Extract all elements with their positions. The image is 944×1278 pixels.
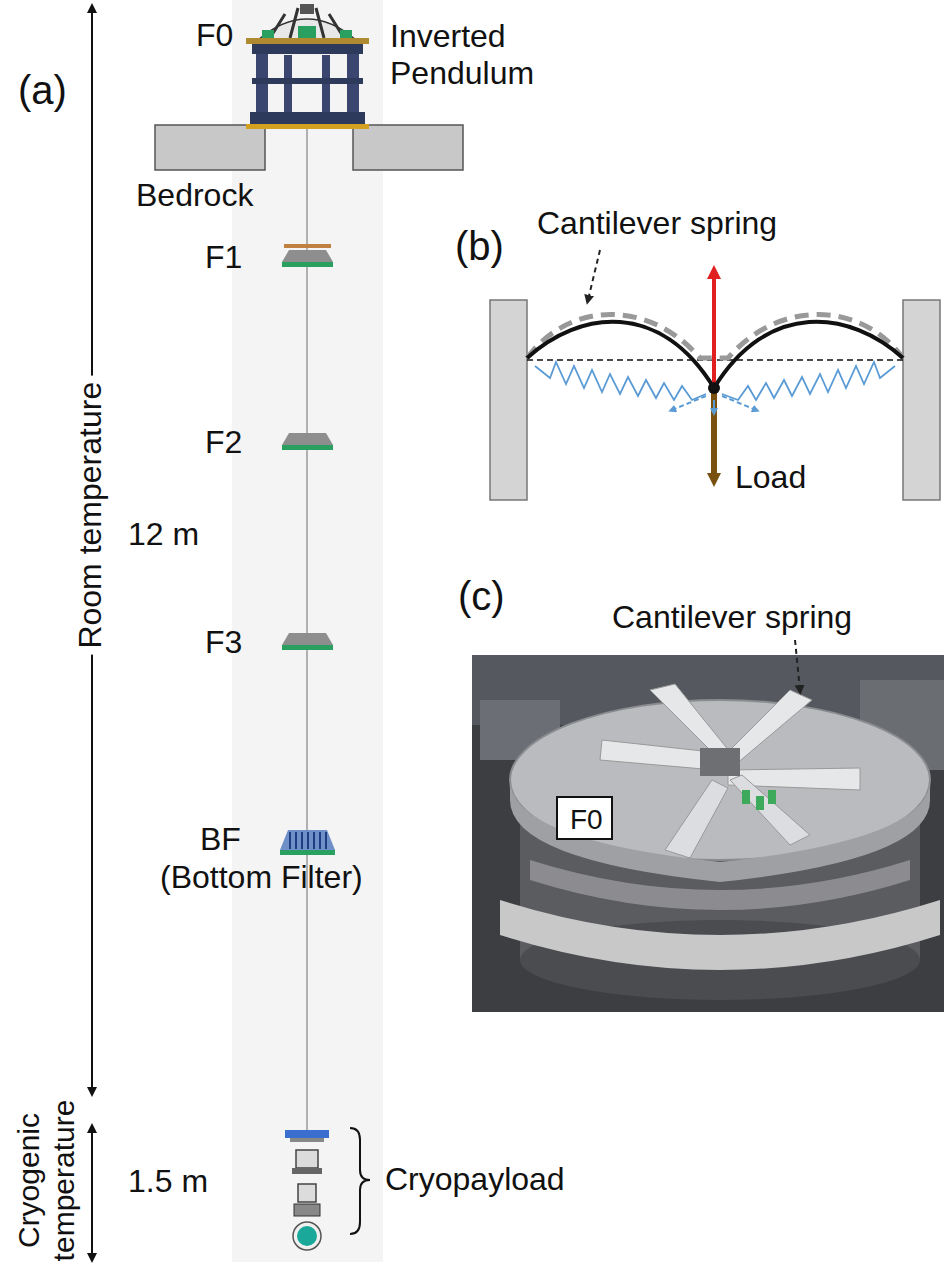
part-label: (b) [455,222,504,270]
part-label: (c) [458,572,505,620]
part-label: Cantilever spring [537,204,777,242]
part-label: F3 [205,623,242,661]
part-label: Inverted Pendulum [390,18,590,92]
part-label: F1 [205,238,242,276]
part-label: Cantilever spring [612,598,852,636]
part-label: (Bottom Filter) [160,858,363,896]
part-label: 12 m [128,515,199,553]
part-label: Bedrock [136,176,253,214]
label-box: F0 [556,796,613,840]
axis-label: Cryogenic temperature [12,1082,81,1278]
part-label: F2 [205,423,242,461]
part-label: Cryopayload [385,1160,565,1198]
part-label: Load [735,458,806,496]
axis-label: Room temperature [71,376,109,655]
part-label: 1.5 m [128,1162,208,1200]
part-label: (a) [18,66,67,114]
part-label: BF [200,820,241,858]
box-text: F0 [570,804,599,836]
part-label: F0 [196,16,233,54]
